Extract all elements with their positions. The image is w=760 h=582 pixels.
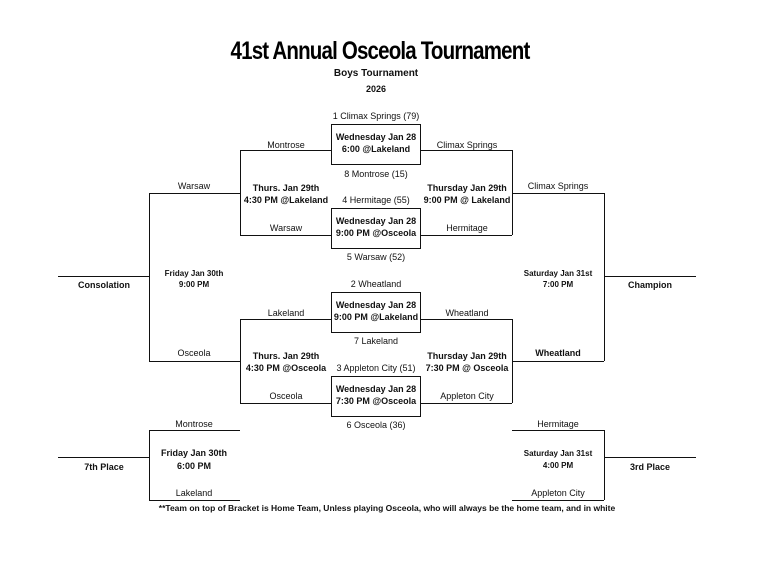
consolation-label: Consolation <box>78 280 130 290</box>
line <box>512 150 513 235</box>
bottom-right-upper-team: Wheatland <box>445 308 489 318</box>
game4-team-top: 3 Appleton City (51) <box>336 363 416 373</box>
top-left-semi-time: 4:30 PM @Lakeland <box>243 195 329 205</box>
line <box>604 457 696 458</box>
consolation-time: 9:00 PM <box>178 280 210 289</box>
line <box>240 319 241 403</box>
line <box>58 276 149 277</box>
line <box>240 235 331 236</box>
line <box>149 430 240 431</box>
line <box>149 193 240 194</box>
champion-label: Champion <box>628 280 672 290</box>
game3-date: Wednesday Jan 28 <box>335 300 417 310</box>
top-left-upper-team: Montrose <box>267 140 305 150</box>
line <box>149 500 240 501</box>
game4-date: Wednesday Jan 28 <box>335 384 417 394</box>
line <box>240 150 331 151</box>
game2-time: 9:00 PM @Osceola <box>335 228 417 238</box>
seventh-label: 7th Place <box>84 462 124 472</box>
line <box>512 193 604 194</box>
line <box>421 403 512 404</box>
bottom-left-semi-date: Thurs. Jan 29th <box>252 351 320 361</box>
line <box>512 430 604 431</box>
top-right-lower-team: Hermitage <box>446 223 488 233</box>
game3-time: 9:00 PM @Lakeland <box>333 312 419 322</box>
bottom-right-lower-team: Appleton City <box>440 391 494 401</box>
champion-top-team: Climax Springs <box>527 181 589 191</box>
line <box>421 235 512 236</box>
game3-box: Wednesday Jan 28 9:00 PM @Lakeland <box>331 292 421 333</box>
line <box>512 500 604 501</box>
game1-team-top: 1 Climax Springs (79) <box>332 111 420 121</box>
game1-team-bottom: 8 Montrose (15) <box>344 169 408 179</box>
top-left-semi-date: Thurs. Jan 29th <box>252 183 320 193</box>
game1-time: 6:00 @Lakeland <box>341 144 411 154</box>
champion-bottom-team: Wheatland <box>535 348 581 358</box>
consolation-top-team: Warsaw <box>177 181 211 191</box>
third-time: 4:00 PM <box>542 461 574 470</box>
top-right-semi-time: 9:00 PM @ Lakeland <box>423 195 511 205</box>
line <box>240 150 241 235</box>
page-title: 41st Annual Osceola Tournament <box>230 37 531 65</box>
consolation-date: Friday Jan 30th <box>164 269 224 278</box>
line <box>421 150 512 151</box>
game2-team-top: 4 Hermitage (55) <box>342 195 410 205</box>
line <box>421 319 512 320</box>
third-bottom-team: Appleton City <box>531 488 585 498</box>
line <box>512 361 604 362</box>
line <box>149 193 150 361</box>
seventh-bottom-team: Lakeland <box>175 488 213 498</box>
line <box>240 403 331 404</box>
seventh-top-team: Montrose <box>175 419 213 429</box>
page-year: 2026 <box>365 84 387 94</box>
seventh-time: 6:00 PM <box>176 461 212 471</box>
game3-team-top: 2 Wheatland <box>350 279 402 289</box>
third-date: Saturday Jan 31st <box>523 449 593 458</box>
game2-box: Wednesday Jan 28 9:00 PM @Osceola <box>331 208 421 249</box>
line <box>58 457 149 458</box>
seventh-date: Friday Jan 30th <box>160 448 228 458</box>
line <box>149 430 150 500</box>
line <box>240 319 331 320</box>
bottom-left-lower-team: Osceola <box>269 391 303 401</box>
line <box>604 430 605 500</box>
third-top-team: Hermitage <box>537 419 579 429</box>
third-label: 3rd Place <box>629 462 671 472</box>
consolation-bottom-team: Osceola <box>177 348 211 358</box>
top-left-lower-team: Warsaw <box>269 223 303 233</box>
bottom-right-semi-time: 7:30 PM @ Osceola <box>425 363 509 373</box>
champion-time: 7:00 PM <box>542 280 574 289</box>
game2-team-bottom: 5 Warsaw (52) <box>346 252 406 262</box>
champion-date: Saturday Jan 31st <box>523 269 593 278</box>
game3-team-bottom: 7 Lakeland <box>353 336 399 346</box>
game2-date: Wednesday Jan 28 <box>335 216 417 226</box>
top-right-semi-date: Thursday Jan 29th <box>427 183 507 193</box>
bottom-left-upper-team: Lakeland <box>267 308 305 318</box>
line <box>604 276 696 277</box>
top-right-upper-team: Climax Springs <box>436 140 498 150</box>
line <box>604 193 605 361</box>
footnote: **Team on top of Bracket is Home Team, U… <box>158 503 616 513</box>
bottom-right-semi-date: Thursday Jan 29th <box>427 351 507 361</box>
game4-time: 7:30 PM @Osceola <box>335 396 417 406</box>
bottom-left-semi-time: 4:30 PM @Osceola <box>245 363 327 373</box>
game1-box: Wednesday Jan 28 6:00 @Lakeland <box>331 124 421 165</box>
page-subtitle: Boys Tournament <box>333 68 419 79</box>
game4-team-bottom: 6 Osceola (36) <box>346 420 406 430</box>
line <box>149 361 240 362</box>
game1-date: Wednesday Jan 28 <box>335 132 417 142</box>
game4-box: Wednesday Jan 28 7:30 PM @Osceola <box>331 376 421 417</box>
